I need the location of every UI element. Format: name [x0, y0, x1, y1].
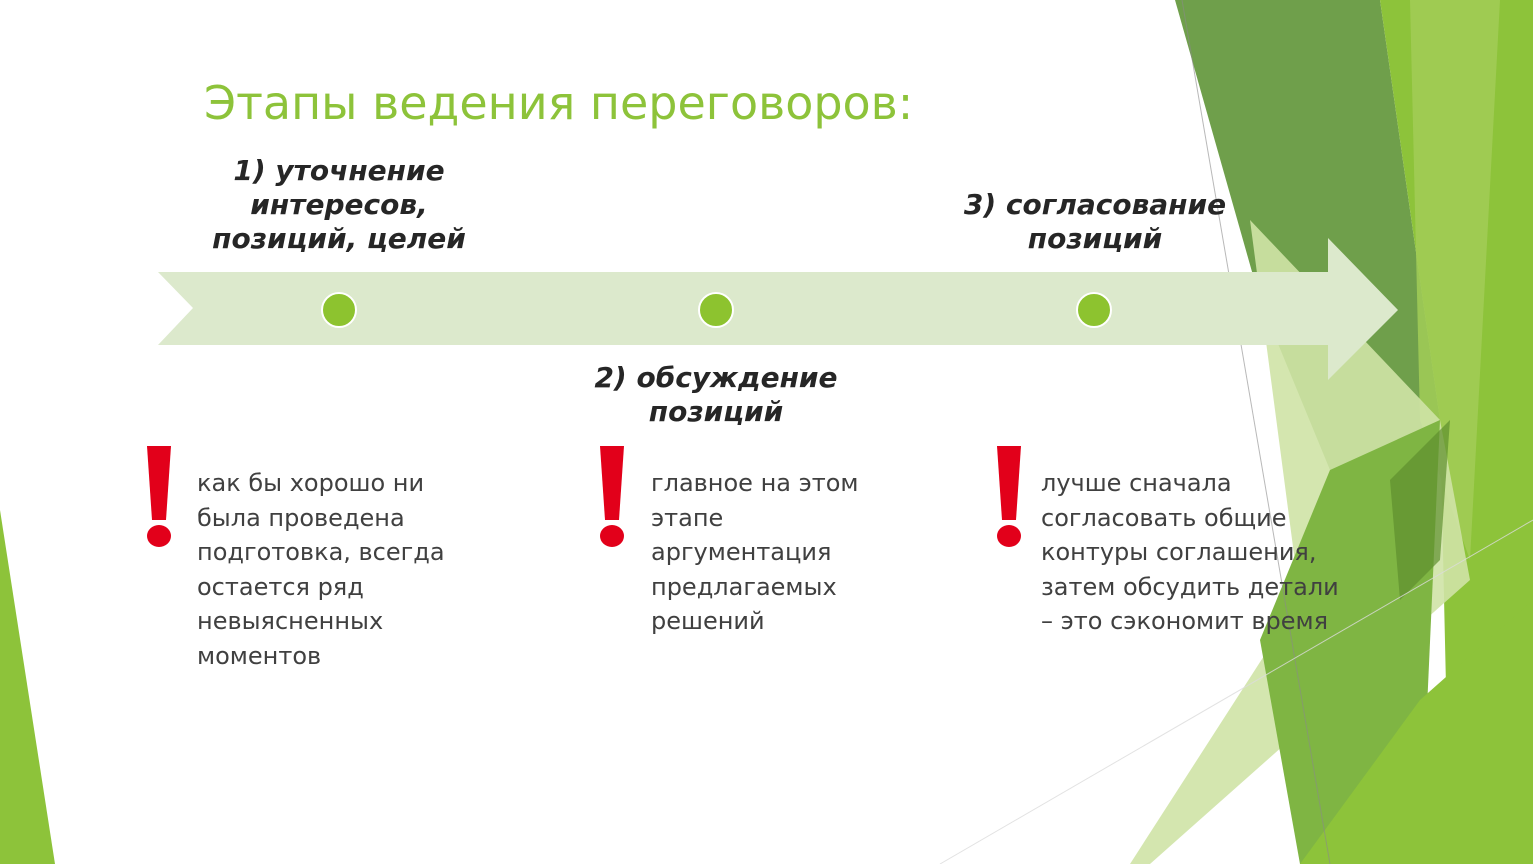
- slide-title: Этапы ведения переговоров:: [204, 76, 914, 130]
- thin-line-1: [1181, 0, 1331, 864]
- thin-line-2: [939, 519, 1533, 864]
- stage-3-note: лучше сначала согласовать общие контуры …: [1041, 469, 1339, 635]
- right-facet-shadow: [1390, 420, 1450, 600]
- right-facet-lower: [1300, 600, 1533, 864]
- stage-1-label: 1) уточнение интересов, позиций, целей: [212, 154, 466, 255]
- stage-2-dot: [698, 292, 734, 328]
- timeline-arrow: [158, 238, 1398, 380]
- stage-2-label: 2) обсуждение позиций: [594, 361, 838, 428]
- right-facet-pale: [1130, 220, 1470, 864]
- stage-2-note: главное на этом этапе аргументация предл…: [651, 469, 859, 635]
- left-green-shard: [0, 510, 55, 864]
- stage-1-dot: [321, 292, 357, 328]
- stage-3-label: 3) согласование позиций: [963, 188, 1227, 255]
- exclamation-icon: [600, 446, 624, 547]
- stage-3-dot: [1076, 292, 1112, 328]
- exclamation-icon: [997, 446, 1021, 547]
- exclamation-icon: [147, 446, 171, 547]
- stage-1-note: как бы хорошо ни была проведена подготов…: [197, 469, 445, 670]
